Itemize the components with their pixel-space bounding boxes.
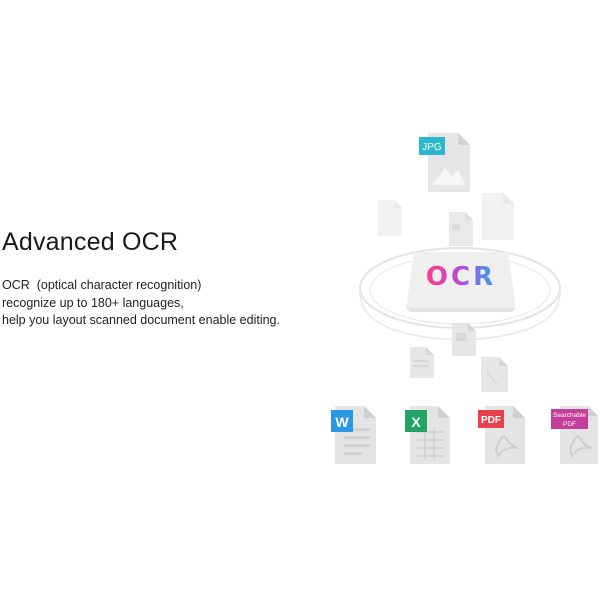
searchable-pdf-badge-line1: Searchable [553, 412, 586, 419]
ocr-engine-box: OCR [406, 252, 516, 312]
word-badge-label: W [335, 414, 349, 430]
excel-badge [405, 410, 427, 432]
feature-description: OCR (optical character recognition) reco… [2, 277, 280, 330]
word-doc-icon: W [331, 406, 376, 464]
output-doc-icon [410, 347, 434, 378]
excel-doc-icon: X [405, 406, 450, 464]
searchable-pdf-badge-line2: PDF [563, 421, 576, 428]
ocr-illustration: JPG OCR [331, 133, 598, 464]
jpg-source-doc-icon: JPG [419, 133, 470, 192]
pdf-badge [478, 410, 504, 428]
searchable-pdf-icon: Searchable PDF [551, 406, 598, 464]
ocr-engine-label: OCR [426, 262, 496, 292]
jpg-badge [419, 137, 445, 155]
pdf-badge-label: PDF [481, 415, 501, 426]
jpg-badge-label: JPG [422, 142, 442, 153]
description-line-1: OCR (optical character recognition) [2, 278, 202, 292]
description-line-3: help you layout scanned document enable … [2, 313, 280, 327]
word-badge [331, 410, 353, 432]
excel-badge-label: X [411, 414, 421, 430]
faded-doc-icon [449, 212, 473, 246]
pdf-doc-icon: PDF [478, 406, 525, 464]
searchable-pdf-badge [551, 409, 588, 429]
faded-doc-icon [482, 193, 514, 240]
output-doc-icon [481, 357, 508, 392]
feature-heading: Advanced OCR [2, 228, 179, 256]
output-doc-icon [452, 323, 476, 356]
description-line-2: recognize up to 180+ languages, [2, 295, 184, 310]
faded-doc-icon [377, 200, 402, 236]
